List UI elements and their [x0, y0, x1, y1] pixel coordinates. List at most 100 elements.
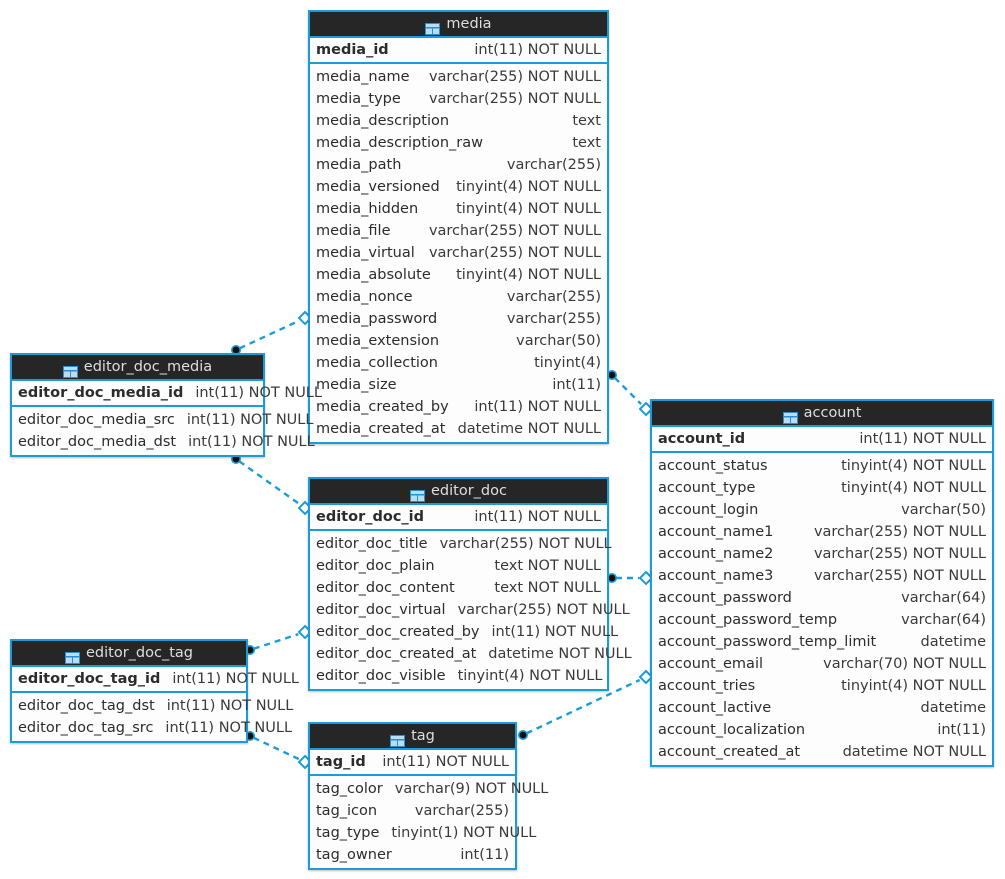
- column-name: tag_id: [316, 754, 366, 770]
- column-type: varchar(255): [506, 289, 601, 305]
- column-name: media_virtual: [316, 245, 415, 261]
- column-name: media_collection: [316, 355, 438, 371]
- column-name: media_created_by: [316, 399, 449, 415]
- table-header-editor_doc[interactable]: editor_doc: [310, 479, 607, 505]
- relationship-editor_doc_media-editor_doc[interactable]: [231, 453, 313, 516]
- table-name: editor_doc: [431, 483, 507, 499]
- column-name: tag_type: [316, 825, 380, 841]
- table-header-media[interactable]: media: [310, 12, 607, 38]
- column-type: varchar(64): [901, 612, 986, 628]
- table-header-editor_doc_tag[interactable]: editor_doc_tag: [12, 641, 246, 667]
- relationship-media-account[interactable]: [606, 369, 654, 417]
- table-header-editor_doc_media[interactable]: editor_doc_media: [12, 355, 263, 381]
- column-name: media_extension: [316, 333, 440, 349]
- column-name: editor_doc_id: [316, 509, 425, 525]
- column-type: int(11) NOT NULL: [474, 399, 601, 415]
- relationship-editor_doc_tag-editor_doc[interactable]: [245, 624, 313, 655]
- column-name: editor_doc_tag_id: [18, 671, 161, 687]
- column-name: account_type: [658, 480, 756, 496]
- table-header-account[interactable]: account: [652, 401, 992, 427]
- column-type: tinyint(4) NOT NULL: [457, 668, 603, 684]
- relationship-editor_doc-account[interactable]: [606, 570, 654, 586]
- relationship-editor_doc_media-media[interactable]: [231, 310, 313, 355]
- column-type: int(11) NOT NULL: [166, 698, 294, 714]
- table-header-tag[interactable]: tag: [310, 724, 515, 750]
- column-type: int(11) NOT NULL: [186, 412, 314, 428]
- column-type: int(11) NOT NULL: [859, 431, 986, 447]
- column-name: account_localization: [658, 722, 806, 738]
- column-name: account_password: [658, 590, 792, 606]
- relationship-line: [613, 376, 642, 405]
- table-name: tag: [411, 728, 435, 744]
- column-type: int(11) NOT NULL: [165, 720, 293, 736]
- column-type: int(11): [552, 377, 601, 393]
- column-type: varchar(70) NOT NULL: [823, 656, 986, 672]
- column-name: tag_owner: [316, 847, 392, 863]
- column-row[interactable]: media_created_by int(11) NOT NULL: [310, 396, 607, 418]
- column-type: varchar(255) NOT NULL: [813, 546, 986, 562]
